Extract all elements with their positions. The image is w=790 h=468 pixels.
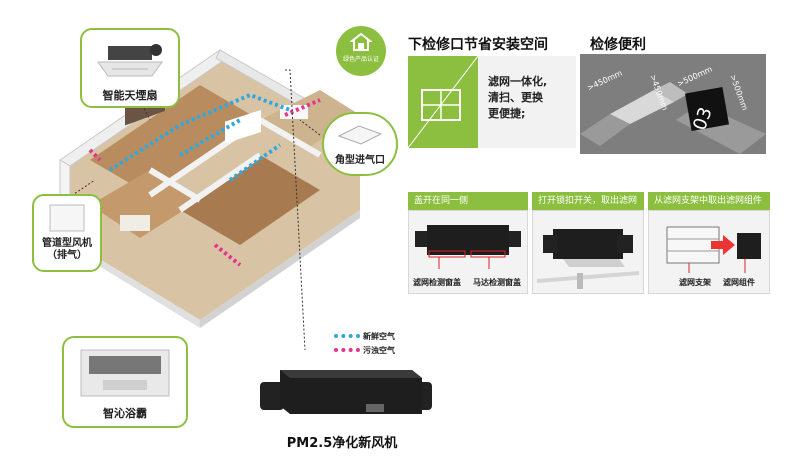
maintenance-line-2: 清扫、更换 xyxy=(488,91,543,104)
step-2-header: 打开锁扣开关，取出滤网 xyxy=(532,192,644,210)
house-icon xyxy=(349,32,373,51)
callout-ceiling-fan: 智能天堙扇 xyxy=(80,28,180,108)
step-1-unit-image xyxy=(415,225,521,269)
callout-corner-inlet: 角型进气口 xyxy=(322,112,398,176)
ceiling-fan-label: 智能天堙扇 xyxy=(102,89,158,102)
duct-fan-image xyxy=(49,204,85,232)
connector-lines xyxy=(64,69,321,351)
fresh-air-swatch xyxy=(334,334,360,338)
step-1-panel: 滤网检测窗盖 马达检测窗盖 xyxy=(408,210,528,294)
step-2-unit-image xyxy=(537,229,639,289)
duct-fan-label: 管道型风机 xyxy=(42,238,92,249)
window-icon xyxy=(407,55,479,149)
step-3-panel: 滤网支架 滤网组件 xyxy=(648,210,770,294)
maintenance-line-3: 更便捷; xyxy=(488,107,526,120)
fresh-air-label: 新鲜空气 xyxy=(363,331,395,341)
duct-fan-note: （排气） xyxy=(47,250,87,261)
clearance-diagram-art: 03 xyxy=(580,82,766,154)
maintenance-heading: 下检修口节省安装空间 xyxy=(408,37,548,53)
maintenance-panel: 滤网一体化, 清扫、更换 更便捷; xyxy=(407,55,576,149)
filter-bracket-label: 滤网支架 xyxy=(679,278,711,287)
maintenance-diagram xyxy=(407,55,479,149)
filter-assembly-label: 滤网组件 xyxy=(723,278,755,287)
green-certification-badge: 绿色产品认证 xyxy=(336,26,386,76)
callout-bath-heater: 智沁浴霸 xyxy=(62,336,188,428)
product-title: PM2.5净化新风机 xyxy=(286,436,398,451)
step-3-header: 从滤网支架中取出滤网组件 xyxy=(648,192,770,210)
ceiling-fan-image xyxy=(97,44,163,77)
step-1-header: 盖开在同一侧 xyxy=(408,192,528,210)
filter-window-cover-label: 滤网检测窗盖 xyxy=(413,278,461,287)
easy-maintenance-heading: 检修便利 xyxy=(590,37,646,53)
clearance-diagram: 03 >450mm >450mm >500mm >500mm xyxy=(580,54,766,154)
apartment-illustration xyxy=(59,49,361,328)
polluted-air-label: 污浊空气 xyxy=(363,345,395,355)
bath-heater-label: 智沁浴霸 xyxy=(103,407,147,420)
airflow-legend: 新鲜空气 污浊空气 xyxy=(334,330,414,356)
step-3-filter-image xyxy=(666,226,761,273)
motor-window-cover-label: 马达检测窗盖 xyxy=(473,278,521,287)
polluted-air-swatch xyxy=(334,348,360,352)
ventilator-unit-image xyxy=(260,370,432,414)
callout-duct-fan: 管道型风机 （排气） xyxy=(32,194,102,272)
corner-inlet-label: 角型进气口 xyxy=(335,155,385,166)
badge-text: 绿色产品认证 xyxy=(342,56,379,63)
maintenance-line-1: 滤网一体化, xyxy=(488,75,548,88)
corner-inlet-image xyxy=(337,125,383,145)
step-2-panel xyxy=(532,210,644,294)
bath-heater-image xyxy=(80,349,170,397)
